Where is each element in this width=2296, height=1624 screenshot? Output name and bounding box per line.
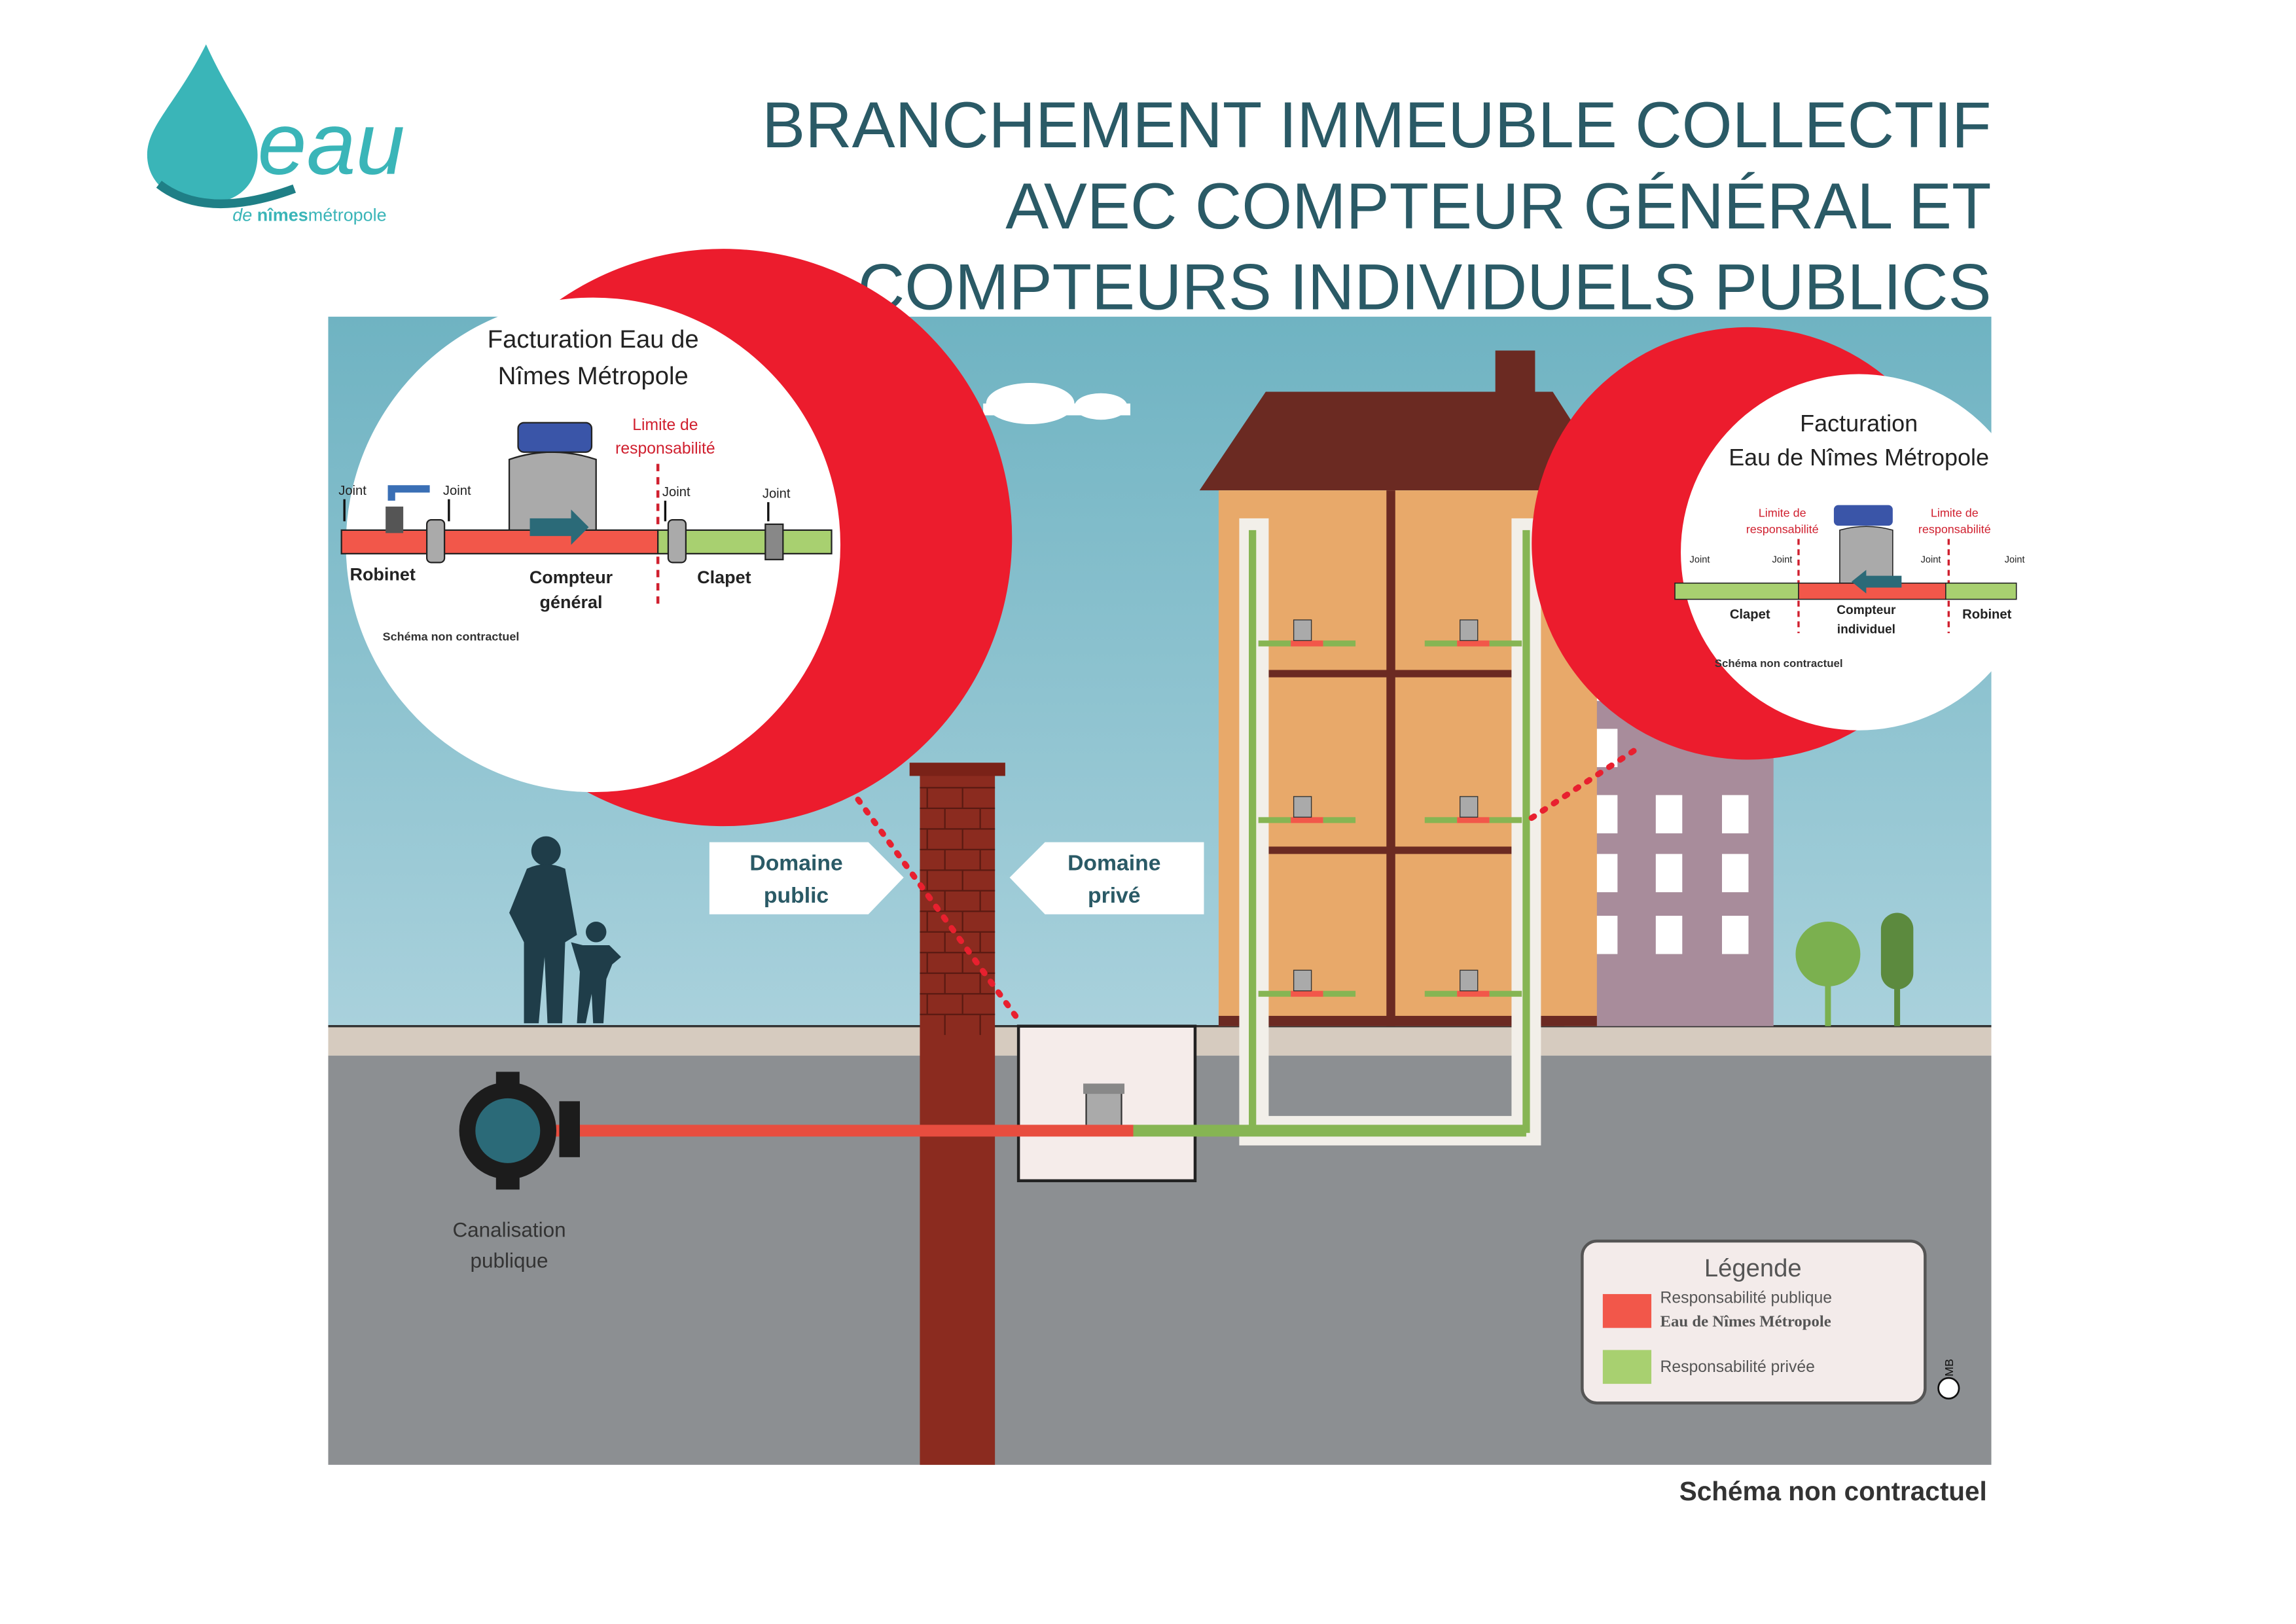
svg-text:Joint: Joint	[1921, 554, 1941, 565]
public-pipe	[537, 1125, 1134, 1137]
private-pipe	[1133, 1125, 1526, 1137]
water-drop-icon	[147, 44, 258, 204]
svg-text:Joint: Joint	[443, 484, 471, 498]
footer-disclaimer: Schéma non contractuel	[1679, 1476, 1987, 1506]
domain-private-label: Domaine privé	[1009, 842, 1204, 914]
svg-text:Schéma non contractuel: Schéma non contractuel	[1715, 657, 1843, 670]
svg-text:public: public	[764, 883, 829, 908]
logo-subtitle: de nîmesmétropole	[232, 206, 386, 225]
svg-text:Clapet: Clapet	[697, 568, 751, 587]
svg-text:Compteur: Compteur	[529, 568, 613, 587]
copyright-mark: MB	[1937, 1359, 1960, 1399]
water-meter-icon	[1258, 796, 1356, 823]
svg-text:individuel: individuel	[1837, 623, 1895, 636]
legend-swatch-public	[1602, 1293, 1652, 1328]
svg-text:Joint: Joint	[338, 484, 367, 498]
apartment-building	[1199, 350, 1617, 1146]
svg-text:Joint: Joint	[1772, 554, 1792, 565]
individual-meters	[1258, 619, 1522, 997]
legend-private-label: Responsabilité privée	[1660, 1358, 1815, 1376]
title-line-2: AVEC COMPTEUR GÉNÉRAL ET	[1005, 170, 1991, 242]
svg-text:Joint: Joint	[762, 486, 791, 501]
svg-text:Domaine: Domaine	[1067, 850, 1160, 875]
water-meter-icon	[1258, 969, 1356, 997]
title-line-1: BRANCHEMENT IMMEUBLE COLLECTIF	[762, 88, 1991, 161]
svg-text:MB: MB	[1943, 1359, 1956, 1377]
svg-text:Limite de: Limite de	[1931, 507, 1979, 520]
logo-word: eau	[258, 94, 405, 193]
svg-text:Robinet: Robinet	[350, 564, 415, 584]
people-silhouette	[509, 836, 621, 1024]
legend-public-label-2: Eau de Nîmes Métropole	[1660, 1312, 1831, 1330]
title-line-3: COMPTEURS INDIVIDUELS PUBLICS	[858, 251, 1992, 323]
main-water-pipe	[459, 1072, 580, 1190]
svg-text:Domaine: Domaine	[749, 850, 842, 875]
general-meter-bubble: Facturation Eau de Nîmes Métropole Limit…	[338, 249, 1013, 827]
cloud-icon	[983, 382, 1131, 424]
svg-text:Robinet: Robinet	[1962, 607, 2012, 622]
svg-text:Joint: Joint	[1690, 554, 1710, 565]
canalisation-label-1: Canalisation	[452, 1218, 565, 1241]
boundary-wall	[909, 763, 1005, 1465]
water-meter-icon	[1424, 796, 1522, 823]
svg-text:responsabilité: responsabilité	[1746, 522, 1819, 535]
logo: eau de nîmesmétropole	[147, 44, 405, 225]
svg-text:responsabilité: responsabilité	[615, 440, 715, 458]
legend: Légende Responsabilité publique Eau de N…	[1581, 1239, 1927, 1405]
svg-text:Clapet: Clapet	[1730, 607, 1770, 622]
svg-text:Compteur: Compteur	[1837, 604, 1896, 617]
svg-text:Joint: Joint	[2005, 554, 2025, 565]
meter-chamber	[1016, 1024, 1197, 1183]
canalisation-label-2: publique	[471, 1249, 548, 1272]
svg-text:Joint: Joint	[662, 485, 691, 499]
svg-text:Facturation Eau de: Facturation Eau de	[488, 325, 699, 353]
legend-swatch-private	[1602, 1350, 1652, 1384]
legend-title: Légende	[1704, 1254, 1802, 1282]
domain-public-label: Domaine public	[709, 842, 904, 914]
svg-text:Nîmes Métropole: Nîmes Métropole	[498, 362, 689, 390]
individual-meter-bubble: Facturation Eau de Nîmes Métropole Limit…	[1532, 327, 2037, 760]
svg-text:général: général	[540, 592, 603, 612]
svg-text:Limite de: Limite de	[632, 416, 698, 434]
water-meter-icon	[1424, 619, 1522, 647]
svg-text:Schéma non contractuel: Schéma non contractuel	[383, 630, 520, 643]
water-meter-icon	[1258, 619, 1356, 647]
svg-text:Limite de: Limite de	[1759, 507, 1806, 520]
svg-text:privé: privé	[1088, 883, 1141, 908]
svg-text:Facturation: Facturation	[1800, 410, 1918, 437]
legend-public-label: Responsabilité publique	[1660, 1289, 1832, 1307]
svg-text:responsabilité: responsabilité	[1918, 522, 1991, 535]
water-meter-icon	[1424, 969, 1522, 997]
tree-icon	[1795, 912, 1914, 1026]
svg-text:Eau de Nîmes Métropole: Eau de Nîmes Métropole	[1729, 444, 1989, 471]
